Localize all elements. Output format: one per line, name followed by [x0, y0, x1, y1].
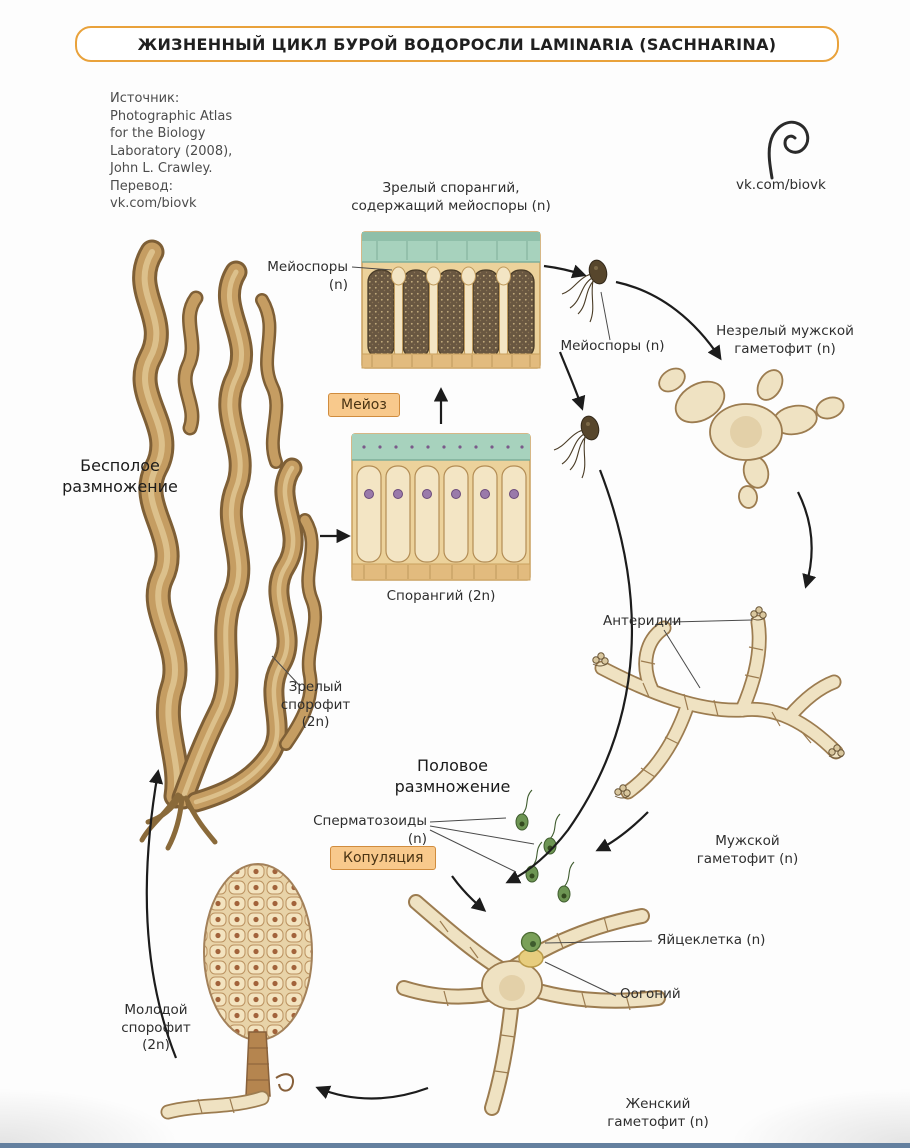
- antheridia-label: Антеридии: [603, 613, 682, 629]
- sperm-cells: [515, 789, 575, 903]
- young-sporophyte-label: Молодой спорофит (2n): [121, 1002, 191, 1054]
- source-credit: Источник: Photographic Atlas for the Bio…: [110, 91, 233, 212]
- female-gametophyte-illustration: [396, 894, 666, 1116]
- asexual-reproduction-heading: Бесполое размножение: [62, 456, 178, 496]
- cycle-arrows: [145, 264, 817, 1100]
- sexual-reproduction-heading: Половое размножение: [394, 756, 511, 796]
- scan-shadow-left: [0, 1088, 180, 1143]
- male-gametophyte-illustration: [592, 606, 845, 800]
- copulation-badge: Копуляция: [330, 846, 437, 870]
- diagram-title-box: ЖИЗНЕННЫЙ ЦИКЛ БУРОЙ ВОДОРОСЛИ LAMINARIA…: [75, 26, 839, 62]
- rhizoid-curl: [275, 1073, 294, 1092]
- spermatozoa-label: Сперматозоиды (n): [313, 813, 427, 847]
- page-title: ЖИЗНЕННЫЙ ЦИКЛ БУРОЙ ВОДОРОСЛИ LAMINARIA…: [137, 34, 777, 54]
- male-gametophyte-label: Мужской гаметофит (n): [696, 833, 799, 867]
- sporangium-label: Спорангий (2n): [386, 588, 496, 604]
- young-sporophyte-illustration: [160, 863, 313, 1120]
- sporangium-2n-illustration: [351, 433, 531, 581]
- meiospore-upper: [561, 257, 610, 323]
- immature-male-gametophyte-label: Незрелый мужской гаметофит (n): [716, 323, 854, 357]
- meiospore-lower: [553, 413, 602, 479]
- mature-sporangium-label: Зрелый спорангий, содержащий мейоспоры (…: [351, 180, 551, 214]
- meiospores-right-label: Мейоспоры (n): [560, 338, 665, 354]
- logo-caption: vk.com/biovk: [736, 177, 826, 193]
- mature-sporophyte-illustration: [132, 239, 323, 851]
- egg-cell-label: Яйцеклетка (n): [657, 932, 766, 948]
- mature-sporangium-illustration: [361, 231, 541, 369]
- female-gametophyte-label: Женский гаметофит (n): [607, 1096, 709, 1130]
- label-pointer-lines: [271, 266, 753, 997]
- meiospores-left-label: Мейоспоры (n): [267, 259, 348, 293]
- meiosis-badge: Мейоз: [328, 393, 400, 417]
- mature-sporophyte-label: Зрелый спорофит (2n): [280, 679, 351, 731]
- immature-male-gametophyte-illustration: [658, 367, 845, 509]
- scan-shadow-right: [730, 1088, 910, 1143]
- fern-spiral-icon: [767, 120, 810, 180]
- oogonium-label: Оогоний: [620, 986, 681, 1002]
- footer-bar: [0, 1143, 910, 1148]
